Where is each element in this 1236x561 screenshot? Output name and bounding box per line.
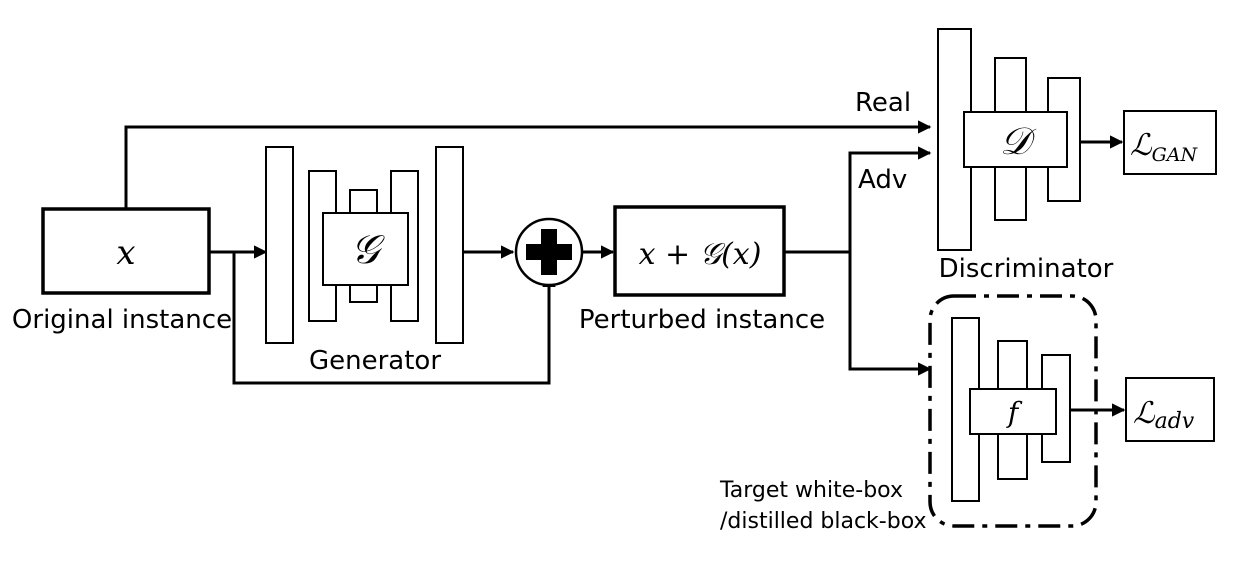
adv-label: Adv <box>858 165 907 195</box>
generator-core-box <box>322 212 409 286</box>
addition-node <box>514 217 584 287</box>
target-network: f <box>951 317 1071 502</box>
loss-adv-box <box>1125 377 1215 442</box>
loss-gan-subscript: GAN <box>1152 144 1199 166</box>
plus-icon <box>526 229 572 275</box>
target-label-line2: /distilled black-box <box>720 509 927 534</box>
perturbed-arg: (x) <box>721 237 761 272</box>
generator-label: Generator <box>309 346 441 376</box>
loss-adv-symbol: ℒadv <box>1133 396 1195 434</box>
perturbed-plus: + <box>656 237 700 272</box>
discriminator-network: 𝒟 <box>937 28 1081 251</box>
target-core-box <box>969 388 1057 435</box>
loss-gan-box <box>1123 110 1217 175</box>
discriminator-label: Discriminator <box>939 254 1114 284</box>
input-x-symbol: x <box>116 233 135 273</box>
target-label-line1: Target white-box <box>719 478 903 503</box>
perturbed-expression: x + 𝒢(x) <box>639 237 762 272</box>
real-label: Real <box>855 88 911 118</box>
discriminator-core-box <box>963 111 1068 168</box>
loss-gan-script-l: ℒ <box>1130 128 1153 163</box>
real-path-arrow <box>124 120 932 209</box>
original-instance-label: Original instance <box>12 305 232 335</box>
target-path-arrow <box>848 252 932 376</box>
loss-adv-subscript: adv <box>1155 409 1195 434</box>
adv-path-arrow <box>848 146 932 252</box>
skip-connection-arrow <box>232 252 556 385</box>
input-x-box <box>41 207 211 295</box>
loss-adv-script-l: ℒ <box>1133 396 1156 431</box>
perturbed-instance-label: Perturbed instance <box>579 305 825 335</box>
generator-layer <box>265 146 294 344</box>
generator-layer <box>435 146 464 344</box>
perturbed-x: x <box>639 237 656 272</box>
perturbed-instance-box <box>613 205 786 297</box>
loss-gan-symbol: ℒGAN <box>1130 128 1199 166</box>
generator-network: 𝒢 <box>265 146 464 344</box>
